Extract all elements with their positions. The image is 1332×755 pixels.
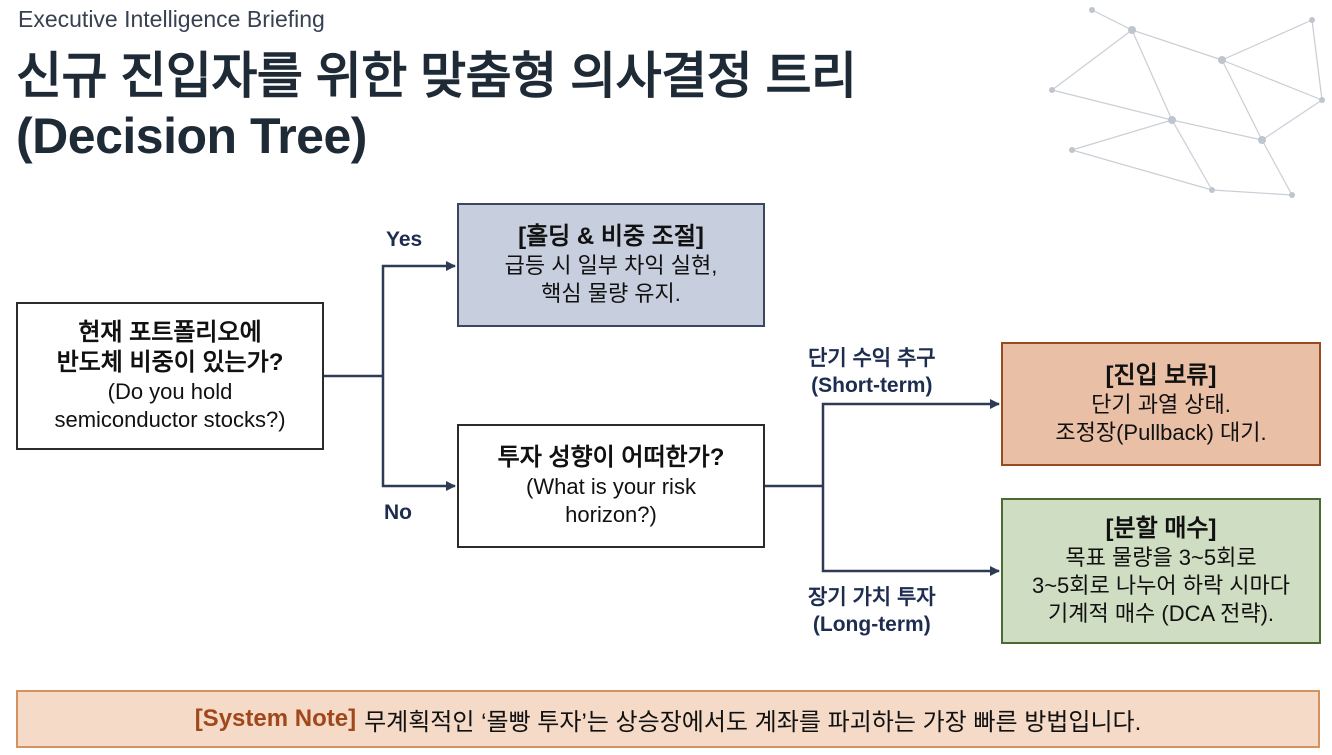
system-note-banner: [System Note] 무계획적인 ‘몰빵 투자’는 상승장에서도 계좌를 … <box>16 690 1320 748</box>
hold-outcome-box: [홀딩 & 비중 조절] 급등 시 일부 차익 실현, 핵심 물량 유지. <box>457 203 765 327</box>
branch-label-no: No <box>384 499 412 526</box>
wait-line-2: 조정장(Pullback) 대기. <box>1055 420 1267 445</box>
risk-question-box: 투자 성향이 어떠한가? (What is your risk horizon?… <box>457 424 765 548</box>
root-question-en-2: semiconductor stocks?) <box>54 407 286 432</box>
branch-short-en: (Short-term) <box>811 374 933 397</box>
hold-heading: [홀딩 & 비중 조절] <box>518 223 704 250</box>
hold-line-1: 급등 시 일부 차익 실현, <box>504 253 718 278</box>
branch-label-short: 단기 수익 추구 (Short-term) <box>808 345 936 399</box>
page-title: 신규 진입자를 위한 맞춤형 의사결정 트리 (Decision Tree) <box>16 46 857 166</box>
risk-question-en-2: horizon?) <box>565 502 657 527</box>
branch-long-en: (Long-term) <box>812 613 931 636</box>
branch-yes-text: Yes <box>386 228 423 251</box>
branch-no-text: No <box>384 501 412 524</box>
branch-label-long: 장기 가치 투자 (Long-term) <box>808 584 936 638</box>
split-line-2: 3~5회로 나누어 하락 시마다 <box>1031 573 1291 598</box>
title-line-1: 신규 진입자를 위한 맞춤형 의사결정 트리 <box>16 48 857 104</box>
connector-long <box>821 486 1000 576</box>
wait-line-1: 단기 과열 상태. <box>1091 392 1231 417</box>
root-question-box: 현재 포트폴리오에 반도체 비중이 있는가? (Do you hold semi… <box>16 302 324 450</box>
hold-line-2: 핵심 물량 유지. <box>541 281 681 306</box>
connector-short <box>821 399 1000 486</box>
split-line-1: 목표 물량을 3~5회로 <box>1065 545 1257 570</box>
connector-yes <box>381 261 456 376</box>
wait-heading: [진입 보류] <box>1105 362 1217 389</box>
root-question-ko-2: 반도체 비중이 있는가? <box>56 349 284 376</box>
risk-question-en-1: (What is your risk <box>526 474 696 499</box>
system-note-tag: [System Note] <box>194 705 357 732</box>
kicker: Executive Intelligence Briefing <box>18 6 325 32</box>
root-question-en-1: (Do you hold <box>107 379 233 404</box>
root-question-ko-1: 현재 포트폴리오에 <box>78 319 262 346</box>
branch-label-yes: Yes <box>386 226 422 253</box>
branch-short-ko: 단기 수익 추구 <box>808 347 936 370</box>
system-note-text: 무계획적인 ‘몰빵 투자’는 상승장에서도 계좌를 파괴하는 가장 빠른 방법입… <box>364 708 1142 736</box>
split-line-3: 기계적 매수 (DCA 전략). <box>1047 601 1275 626</box>
branch-long-ko: 장기 가치 투자 <box>808 586 936 609</box>
network-graphic <box>1049 7 1325 198</box>
risk-question-ko: 투자 성향이 어떠한가? <box>497 444 725 471</box>
connector-no <box>381 376 456 491</box>
wait-outcome-box: [진입 보류] 단기 과열 상태. 조정장(Pullback) 대기. <box>1001 342 1321 466</box>
split-heading: [분할 매수] <box>1105 515 1217 542</box>
title-line-2: (Decision Tree) <box>16 108 367 164</box>
split-buy-outcome-box: [분할 매수] 목표 물량을 3~5회로 3~5회로 나누어 하락 시마다 기계… <box>1001 498 1321 644</box>
